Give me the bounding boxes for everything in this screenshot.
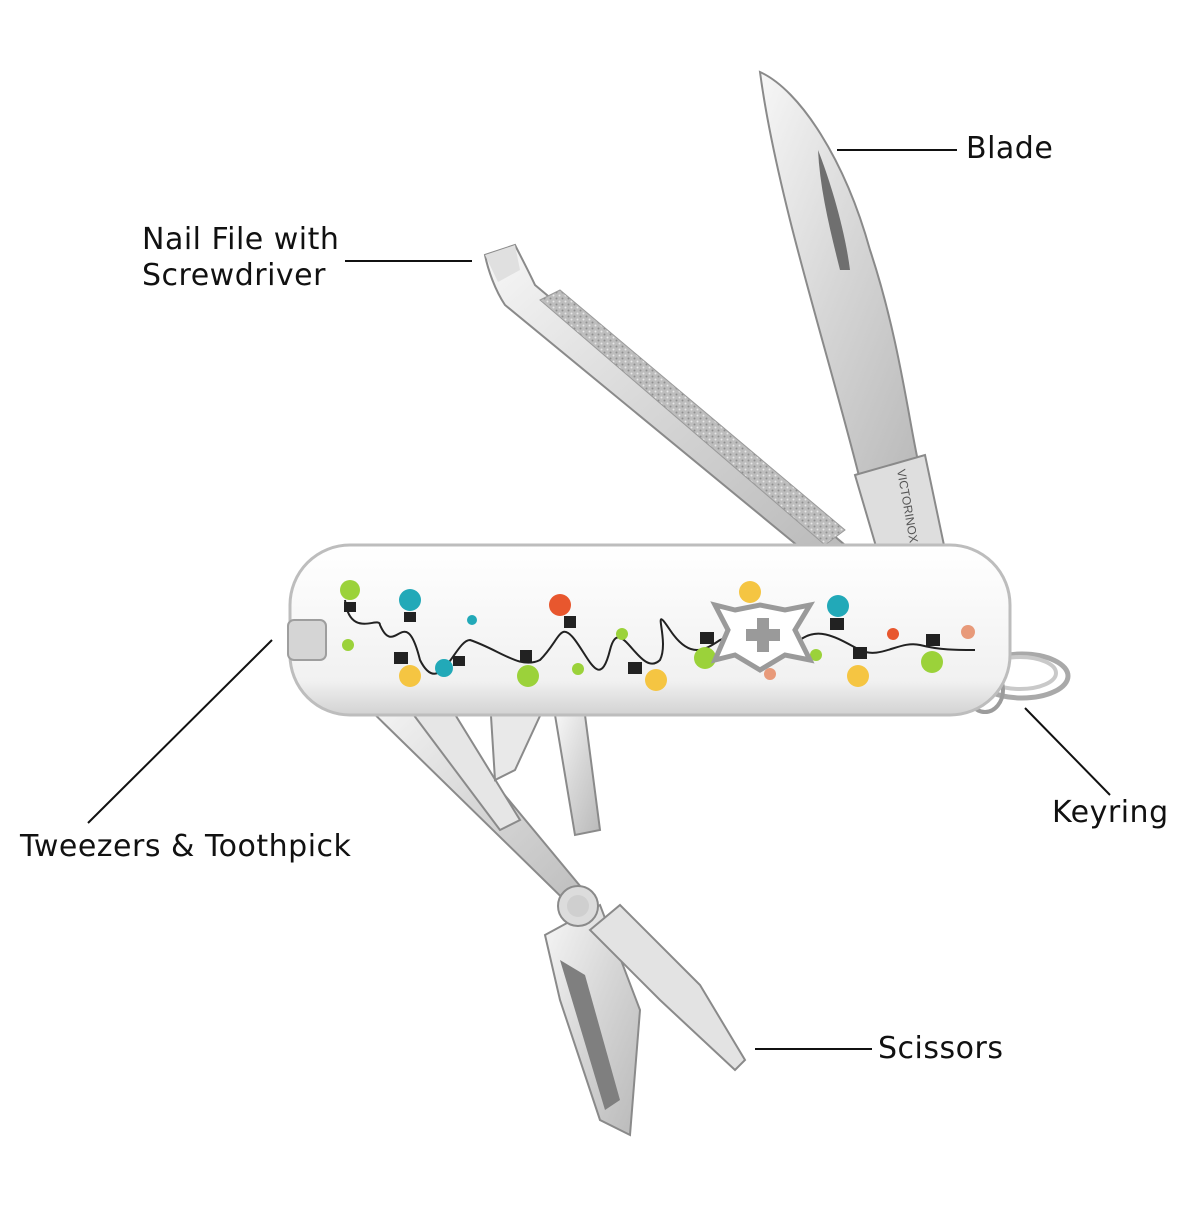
scissors (357, 698, 747, 1137)
tweezers-slot (287, 619, 327, 661)
knife-handle (287, 543, 1012, 717)
label-tweezers-toothpick: Tweezers & Toothpick (20, 829, 352, 864)
light-bulbs (340, 580, 975, 691)
label-nail-file-line1: Nail File with (142, 222, 340, 257)
keyring-leader-line (1024, 707, 1111, 796)
label-nail-file: Nail File with Screwdriver (142, 222, 339, 294)
label-nail-file-line2: Screwdriver (142, 258, 326, 293)
tweezers-leader-line (87, 639, 273, 824)
screwdriver-tip (485, 245, 520, 282)
cross-shield-logo (710, 601, 816, 673)
label-keyring: Keyring (1052, 795, 1169, 830)
nail-file (483, 243, 847, 562)
label-blade: Blade (966, 131, 1054, 166)
label-scissors: Scissors (878, 1031, 1004, 1066)
callout-lines (87, 149, 1111, 1050)
